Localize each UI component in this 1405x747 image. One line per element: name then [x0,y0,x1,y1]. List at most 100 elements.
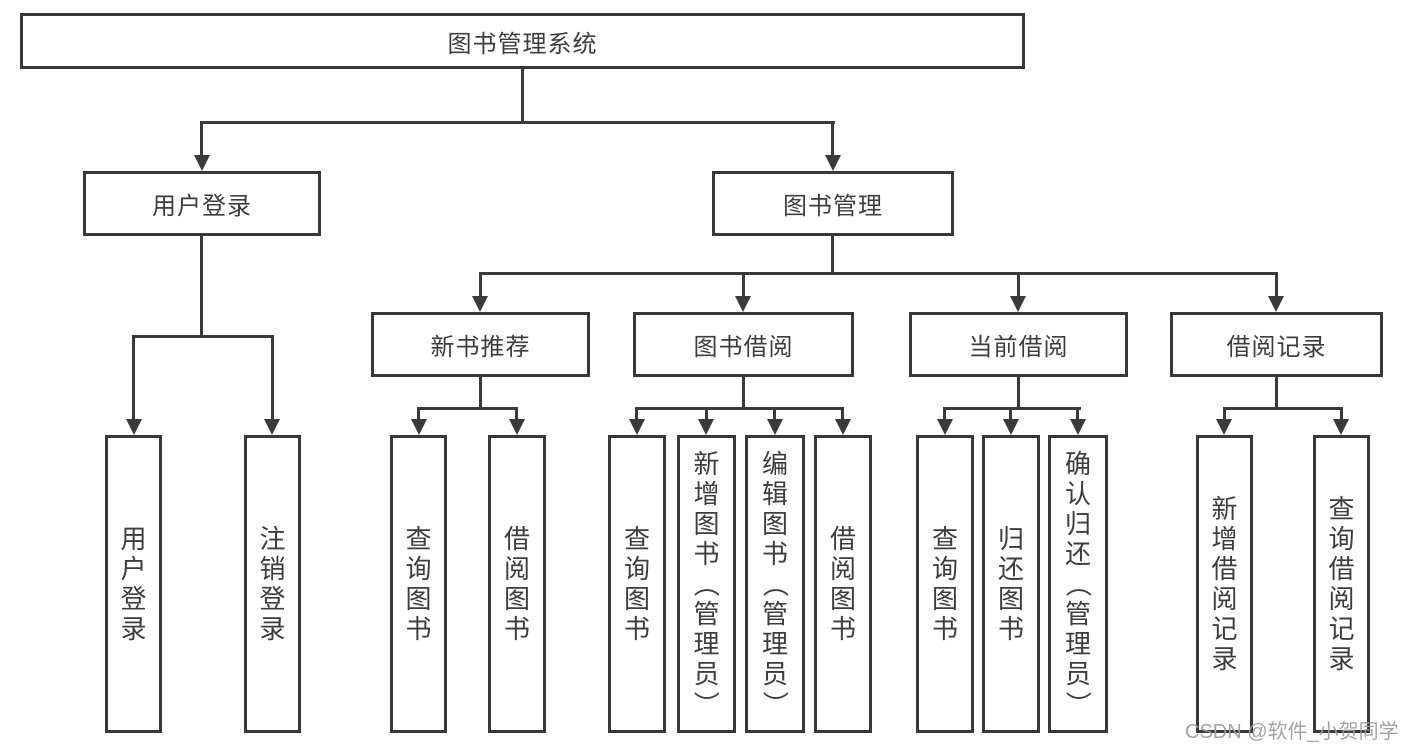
connector-userlogin-drop [200,236,203,335]
arrow-down-icon [1268,296,1284,312]
leaf-char: 图 [931,584,958,614]
connector-userlogin-stub1 [132,335,135,419]
arrow-down-icon [835,419,851,435]
leaf-char: 注 [259,524,286,554]
leaf-char: ） [1062,690,1093,718]
leaf-current-return-book: 归还图书 [982,435,1040,733]
leaf-char: 借 [829,524,856,554]
leaf-char: 借 [1211,554,1238,584]
leaf-borrow-edit-book-admin: 编辑图书（管理员） [745,435,805,733]
watermark-text: CSDN @软件_小贺同学 [1185,721,1399,743]
leaf-char: 理 [693,629,720,659]
leaf-char: 增 [1211,524,1238,554]
leaf-char: 录 [1211,644,1238,674]
connector-borrow-bus [635,407,844,410]
leaf-user-login: 用户登录 [105,435,162,733]
arrow-down-icon [1216,419,1232,435]
leaf-char: （ [1062,570,1093,598]
arrow-down-icon [698,419,714,435]
arrow-down-icon [411,419,427,435]
connector-bookmgmt-stub1 [479,272,482,296]
leaf-char: 归 [997,524,1024,554]
leaf-char: （ [759,570,790,598]
leaf-char: 图 [405,584,432,614]
leaf-char: 图 [693,509,720,539]
leaf-char: 书 [405,614,432,644]
leaf-char: 辑 [761,479,788,509]
connector-recommend-bus [417,407,518,410]
connector-current-bus [943,407,1081,410]
leaf-recommend-query-book: 查询图书 [390,435,447,733]
connector-bookmgmt-stub3 [1017,272,1020,296]
arrow-down-icon [1010,296,1026,312]
arrow-down-icon [264,419,280,435]
leaf-query-borrow-record: 查询借阅记录 [1313,435,1370,733]
arrow-down-icon [937,419,953,435]
leaf-current-confirm-return-admin: 确认归还（管理员） [1048,435,1108,733]
leaf-char: 阅 [829,554,856,584]
leaf-char: 记 [1328,614,1355,644]
connector-root-stub-right [831,121,834,155]
leaf-char: 认 [1064,479,1091,509]
leaf-char: 阅 [503,554,530,584]
leaf-char: 图 [503,584,530,614]
leaf-char: 询 [1328,524,1355,554]
arrow-down-icon [629,419,645,435]
leaf-char: 书 [693,539,720,569]
leaf-char: 管 [693,599,720,629]
node-library-system: 图书管理系统 [20,13,1025,69]
leaf-char: 借 [503,524,530,554]
leaf-char: 录 [120,614,147,644]
leaf-char: 销 [259,554,286,584]
connector-records-stub2 [1340,407,1343,419]
leaf-add-borrow-record: 新增借阅记录 [1196,435,1253,733]
leaf-char: 借 [1328,554,1355,584]
leaf-borrow-query-book: 查询图书 [608,435,666,733]
connector-recommend-drop [479,377,482,407]
arrow-down-icon [472,296,488,312]
leaf-char: 新 [693,449,720,479]
connector-root-bus [200,121,835,124]
leaf-char: 理 [1064,629,1091,659]
node-user-login: 用户登录 [83,171,321,236]
connector-borrow-drop [742,377,745,407]
connector-current-stub2 [1009,407,1012,419]
node-current-borrow-label: 当前借阅 [968,334,1069,361]
leaf-char: 登 [259,584,286,614]
connector-borrow-stub3 [773,407,776,419]
leaf-char: 增 [693,479,720,509]
leaf-char: 管 [1064,599,1091,629]
node-new-book-recommend-label: 新书推荐 [430,334,531,361]
node-new-book-recommend: 新书推荐 [371,312,590,377]
leaf-char: 查 [931,524,958,554]
leaf-char: 编 [761,449,788,479]
connector-borrow-stub4 [841,407,844,419]
leaf-char: 确 [1064,449,1091,479]
leaf-char: 归 [1064,509,1091,539]
arrow-down-icon [767,419,783,435]
arrow-down-icon [1003,419,1019,435]
leaf-char: 阅 [1211,584,1238,614]
leaf-char: 新 [1211,494,1238,524]
leaf-char: ） [759,690,790,718]
leaf-logout: 注销登录 [244,435,301,733]
node-book-borrow: 图书借阅 [633,312,854,377]
leaf-char: 阅 [1328,584,1355,614]
leaf-char: 询 [623,554,650,584]
leaf-char: 记 [1211,614,1238,644]
arrow-down-icon [194,155,210,171]
leaf-borrow-add-book-admin: 新增图书（管理员） [677,435,736,733]
arrow-down-icon [1070,419,1086,435]
node-book-borrow-label: 图书借阅 [693,334,794,361]
connector-borrow-stub1 [635,407,638,419]
node-current-borrow: 当前借阅 [909,312,1128,377]
leaf-borrow-borrow-book: 借阅图书 [814,435,872,733]
leaf-char: 员 [693,659,720,689]
leaf-char: （ [691,570,722,598]
connector-userlogin-bus [132,335,274,338]
leaf-char: ） [691,690,722,718]
leaf-char: 书 [761,539,788,569]
connector-root-drop [521,69,524,121]
leaf-char: 还 [1064,539,1091,569]
